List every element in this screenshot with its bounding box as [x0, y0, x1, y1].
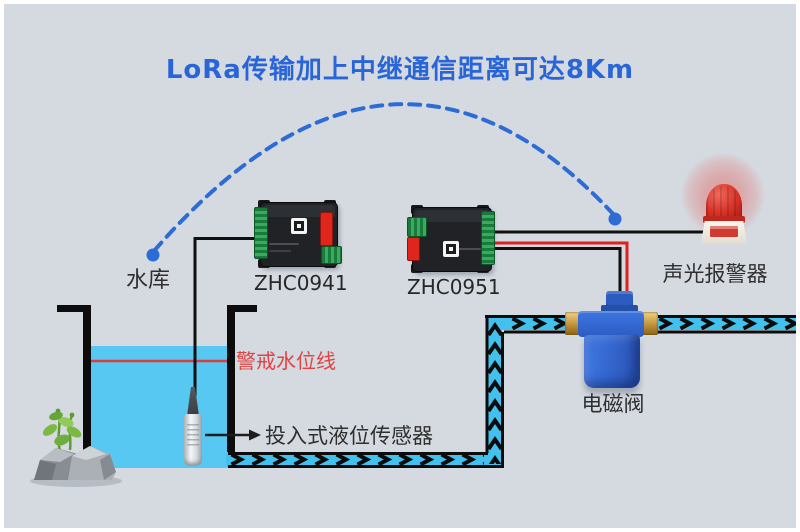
valve-collar [601, 305, 638, 315]
arc-endpoint-dot-right [608, 212, 622, 226]
device-zhc0951-label: ZHC0951 [407, 275, 501, 299]
device-zhc0941-label: ZHC0941 [254, 271, 348, 295]
plant-leaf [49, 411, 63, 421]
valve-upper-section [578, 311, 644, 337]
alarm-label-band [710, 226, 738, 237]
tank-wall-left-flange [57, 305, 91, 312]
reservoir-label: 水库 [126, 268, 171, 293]
valve-body [584, 335, 640, 388]
antenna-connector-red [320, 212, 333, 246]
valve-brass-fitting-right [640, 312, 658, 335]
diagram-title: LoRa传输加上中继通信距离可达8Km [165, 55, 635, 85]
qr-code-label [443, 241, 459, 257]
terminal-block-left [254, 207, 268, 259]
terminal-block-small [407, 217, 427, 237]
wire-zhc0951-to-valve-black [488, 247, 622, 296]
alarm-rim [703, 216, 745, 223]
plant-leaf [66, 426, 82, 438]
valve-top-cap [606, 291, 633, 308]
device-housing [412, 207, 492, 272]
wire-zhc0951-to-valve-red [486, 241, 629, 296]
valve-label: 电磁阀 [581, 392, 645, 416]
alarm-label: 声光报警器 [662, 262, 768, 286]
pipe-bottom-flow-chevrons [228, 453, 484, 466]
tank-wall-left [83, 305, 91, 467]
sensor-label-arrow [205, 429, 261, 441]
tank-wall-right [227, 305, 235, 452]
alarm-red-dome [706, 184, 742, 219]
arc-endpoint-dot-left [146, 248, 160, 262]
qr-code-label [291, 218, 307, 234]
rocks-and-plant [30, 408, 122, 487]
plant-leaf [58, 416, 74, 428]
tank-walls [57, 305, 257, 467]
pipe-vertical-flow-chevrons [487, 318, 503, 464]
wire-sensor-to-zhc0941 [193, 237, 262, 396]
level-sensor-label: 投入式液位传感器 [265, 424, 433, 448]
valve-brass-fitting-left [565, 312, 582, 335]
terminal-block-right [481, 211, 495, 265]
device-zhc0951 [407, 205, 495, 273]
tank-wall-right-flange [227, 305, 257, 312]
level-sensor-body [184, 414, 202, 466]
plant-leaf [54, 434, 70, 446]
terminal-block-small [321, 246, 342, 264]
level-sensor-cable-cone [187, 387, 199, 416]
antenna-connector-red [407, 237, 420, 261]
plant-leaf [42, 424, 58, 436]
device-zhc0941 [254, 200, 342, 268]
warning-water-level-label: 警戒水位线 [236, 349, 336, 373]
reservoir-water [91, 346, 230, 468]
lora-wireless-arc [152, 102, 617, 253]
